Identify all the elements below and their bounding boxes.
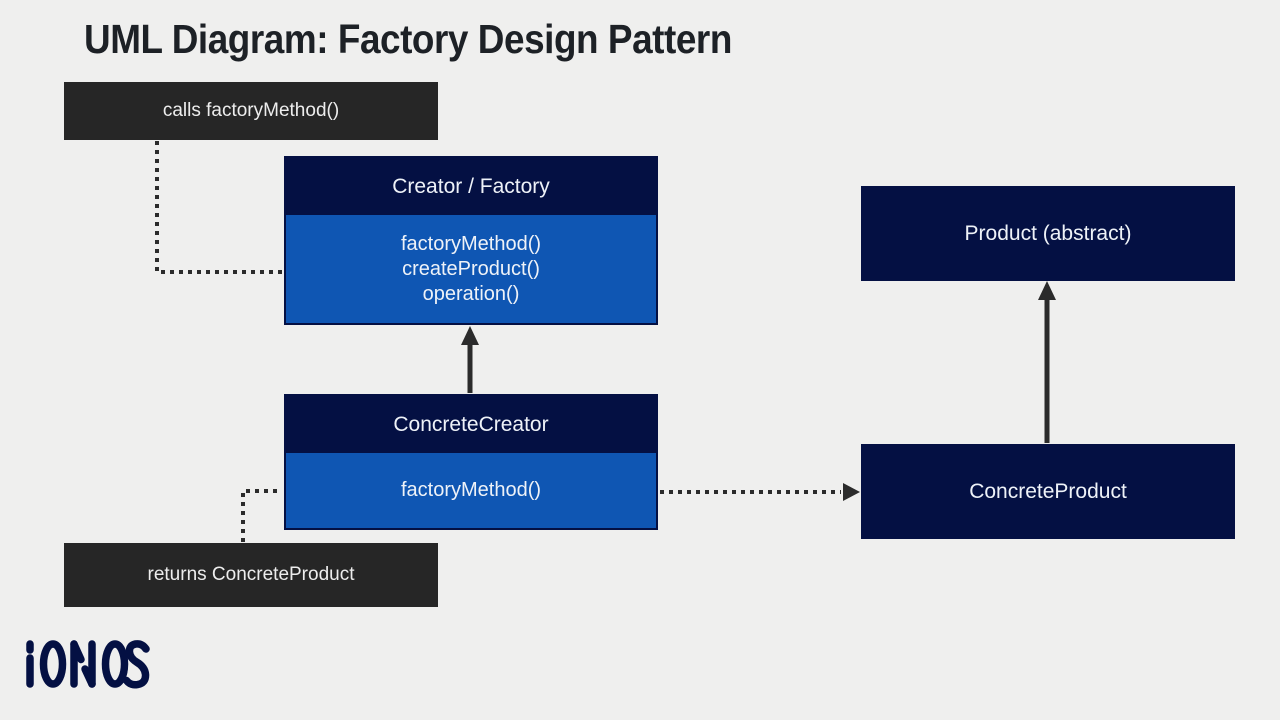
- page-title: UML Diagram: Factory Design Pattern: [84, 16, 732, 62]
- method-operation: operation(): [422, 282, 520, 305]
- annotation-calls-factorymethod: calls factoryMethod(): [64, 82, 438, 140]
- dotted-connector-returns-to-concretecreator: [241, 489, 282, 542]
- class-name-creator-factory: Creator / Factory: [286, 158, 656, 215]
- class-name-concretecreator: ConcreteCreator: [286, 396, 656, 453]
- class-box-concreteproduct: ConcreteProduct: [861, 444, 1235, 539]
- annotation-returns-concreteproduct: returns ConcreteProduct: [64, 543, 438, 607]
- class-methods-concretecreator: factoryMethod(): [286, 453, 656, 528]
- class-box-creator-factory: Creator / Factory factoryMethod() create…: [284, 156, 658, 325]
- class-name-product-abstract: Product (abstract): [964, 221, 1132, 245]
- annotation-returns-label: returns ConcreteProduct: [147, 564, 355, 585]
- class-name-concreteproduct: ConcreteProduct: [969, 479, 1127, 503]
- method-createproduct: createProduct(): [402, 257, 540, 280]
- ionos-logo-icon: [26, 640, 150, 689]
- arrowhead-to-product-icon: [1038, 281, 1056, 300]
- arrowhead-to-creator-icon: [461, 326, 479, 345]
- method-factorymethod: factoryMethod(): [400, 479, 542, 501]
- class-methods-creator-factory: factoryMethod() createProduct() operatio…: [286, 215, 656, 323]
- class-box-concretecreator: ConcreteCreator factoryMethod(): [284, 394, 658, 530]
- method-factorymethod: factoryMethod(): [400, 232, 542, 255]
- arrowhead-to-concreteproduct-icon: [843, 483, 860, 501]
- class-box-product-abstract: Product (abstract): [861, 186, 1235, 281]
- dotted-connector-calls-to-creator: [155, 141, 282, 274]
- ionos-logo: IONOS: [22, 638, 174, 694]
- annotation-calls-label: calls factoryMethod(): [162, 100, 340, 121]
